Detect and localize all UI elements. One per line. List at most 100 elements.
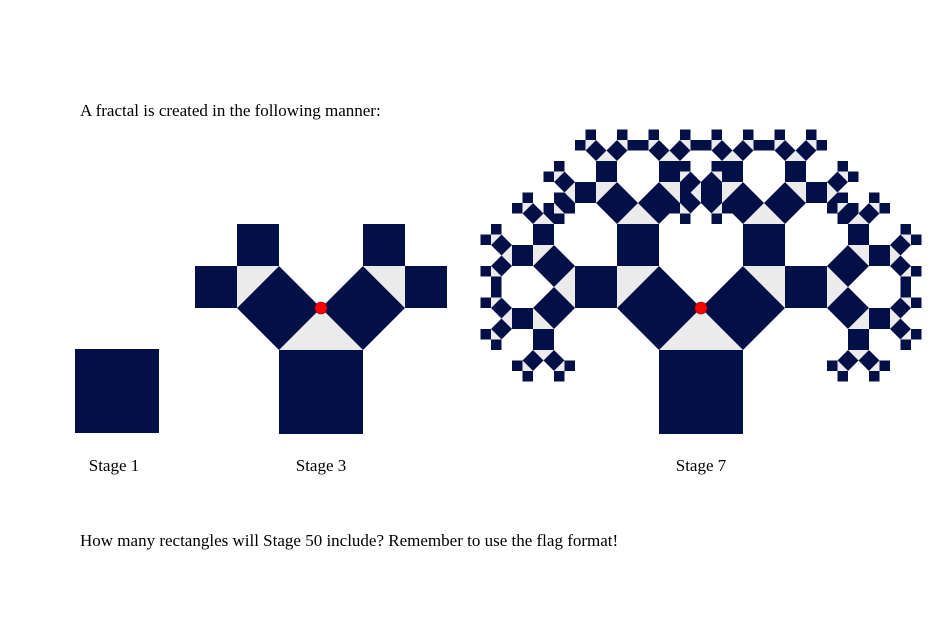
stage-1-fractal (75, 349, 159, 433)
fractal-square (774, 129, 785, 140)
fractal-triangle (648, 140, 659, 151)
fractal-square (869, 371, 880, 382)
fractal-triangle (900, 297, 911, 308)
fractal-triangle (743, 140, 754, 151)
fractal-triangle (785, 150, 806, 161)
fractal-square (480, 297, 491, 308)
red-dot-marker (694, 301, 708, 315)
fractal-square (575, 182, 596, 203)
fractal-square (848, 329, 869, 350)
fractal-square (869, 245, 890, 266)
stage-1-label: Stage 1 (88, 456, 140, 475)
fractal-triangle (743, 203, 785, 224)
stage-7-label: Stage 7 (675, 456, 727, 475)
fractal-square (533, 329, 554, 350)
fractal-square (627, 140, 638, 151)
fractal-square (522, 371, 533, 382)
fractal-square (869, 192, 880, 203)
fractal-square (711, 213, 722, 224)
fractal-triangle (533, 245, 554, 266)
fractal-square (701, 182, 722, 203)
fractal-square (879, 203, 890, 214)
fractal-square (669, 203, 680, 214)
fractal-square (837, 161, 848, 172)
fractal-triangle (900, 234, 911, 245)
fractal-square (722, 161, 743, 182)
stage-7-fractal (480, 129, 922, 434)
fractal-square (806, 182, 827, 203)
fractal-square (827, 203, 838, 214)
fractal-triangle (491, 234, 502, 245)
fractal-square (554, 213, 565, 224)
fractal-triangle (363, 266, 405, 308)
fractal-square (785, 266, 827, 308)
fractal-square (837, 192, 848, 203)
stage-3-fractal (195, 224, 447, 434)
fractal-triangle (237, 266, 279, 308)
fractal-triangle (837, 203, 848, 214)
fractal-triangle (491, 329, 502, 340)
fractal-square (533, 224, 554, 245)
fractal-square (648, 129, 659, 140)
intro-text: A fractal is created in the following ma… (80, 101, 381, 120)
fractal-square (743, 224, 785, 266)
fractal-square (680, 129, 691, 140)
fractal-square (195, 266, 237, 308)
fractal-square (617, 224, 659, 266)
fractal-square (279, 350, 363, 434)
fractal-square (690, 140, 701, 151)
fractal-square (575, 140, 586, 151)
fractal-square (522, 192, 533, 203)
fractal-triangle (491, 266, 502, 277)
fractal-triangle (680, 203, 691, 214)
fractal-square (512, 203, 523, 214)
fractal-square (764, 140, 775, 151)
fractal-triangle (596, 182, 617, 203)
fractal-square (543, 171, 554, 182)
fractal-triangle (522, 203, 533, 214)
fractal-triangle (774, 140, 785, 151)
fractal-triangle (837, 171, 848, 182)
fractal-square (827, 360, 838, 371)
fractal-triangle (711, 203, 722, 214)
fractal-triangle (848, 213, 869, 224)
fractal-square (701, 140, 712, 151)
fractal-triangle (711, 171, 722, 182)
fractal-triangle (722, 150, 743, 161)
fractal-square (900, 339, 911, 350)
fractal-square (911, 234, 922, 245)
fractal-triangle (522, 360, 533, 371)
fractal-triangle (533, 308, 554, 329)
fractal-triangle (827, 182, 838, 203)
fractal-square (596, 161, 617, 182)
fractal-square (554, 371, 565, 382)
fractal-square (680, 213, 691, 224)
fractal-triangle (785, 182, 806, 203)
fractal-square (638, 140, 649, 151)
fractal-square (816, 140, 827, 151)
fractal-square (237, 224, 279, 266)
fractal-triangle (617, 203, 659, 224)
fractal-square (575, 266, 617, 308)
fractal-square (554, 161, 565, 172)
fractal-square (711, 129, 722, 140)
fractal-triangle (659, 308, 743, 350)
fractal-square (900, 276, 911, 287)
fractal-triangle (554, 203, 565, 214)
fractal-triangle (690, 182, 701, 203)
fractal-square (848, 224, 869, 245)
fractal-triangle (554, 171, 565, 182)
fractal-square (869, 308, 890, 329)
fractal-triangle (680, 171, 691, 182)
fractal-square (837, 371, 848, 382)
fractal-triangle (680, 140, 691, 151)
fractal-square (491, 339, 502, 350)
fractal-square (512, 360, 523, 371)
fractal-square (617, 129, 628, 140)
fractal-triangle (564, 182, 575, 203)
stage-3-label: Stage 3 (295, 456, 347, 475)
fractal-square (363, 224, 405, 266)
fractal-triangle (711, 140, 722, 151)
fractal-triangle (869, 203, 880, 214)
